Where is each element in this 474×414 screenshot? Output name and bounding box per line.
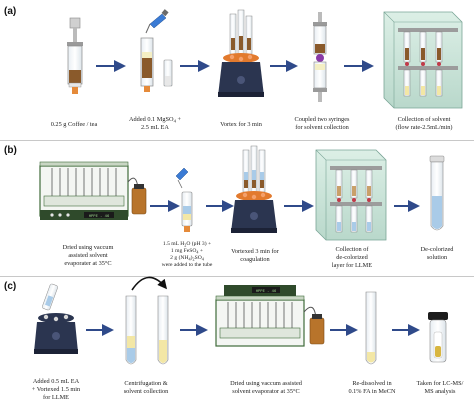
step-label: assisted solvent — [68, 252, 108, 259]
step-label: Re-dissolved in — [352, 380, 392, 387]
panel-label-b: (b) — [4, 145, 17, 156]
step-label: for solvent collection — [295, 124, 349, 131]
panel-divider — [0, 140, 474, 141]
step-label: Taken for LC-MS/ — [417, 380, 464, 387]
step-label: (flow rate-2.5mL/min) — [395, 124, 452, 131]
evaporator-display: HPPE - 46 — [89, 215, 110, 219]
vacuum-evaporator-icon: HPPE - 46 — [215, 285, 325, 347]
reagent-tube-with-pipette — [175, 167, 193, 232]
step-label: de-colorized — [336, 254, 368, 261]
step-label: Vortexed 3 min for — [231, 248, 280, 255]
step-label: Collection of — [335, 246, 369, 253]
step-label: solvent collection — [124, 388, 169, 395]
solvent-collection-rack — [383, 11, 463, 109]
step-label: were added to the tube — [162, 262, 213, 268]
centrifuge-tubes-icon — [125, 276, 169, 365]
step-label: Added 0.5 mL EA — [33, 378, 80, 385]
step-label: coagulation — [240, 256, 270, 263]
vortex-coagulation-icon — [231, 145, 277, 233]
step-label: De-colorized — [421, 246, 455, 253]
step-label: Dried using vaccum assisted — [230, 380, 303, 387]
step-label: for LLME — [43, 394, 69, 401]
step-label: 2.5 mL EA — [141, 124, 169, 131]
panel-label-a: (a) — [4, 6, 17, 17]
step-label: Centrifugation & — [124, 380, 167, 387]
lcms-vial-icon — [428, 312, 448, 363]
step-label: Dried using vaccum — [63, 244, 114, 251]
evaporator-display: HPPE - 46 — [256, 290, 277, 294]
de-colorized-solution-tube — [429, 155, 445, 231]
syringe-with-reagents — [140, 9, 173, 92]
step-label: MS analysis — [425, 388, 457, 395]
step-label: Added 0.1 MgSO4 + — [129, 116, 181, 124]
coupled-syringes-icon — [313, 12, 327, 102]
step-label: solvent evaporator at 35°C — [232, 388, 299, 395]
step-label: Collection of solvent — [398, 116, 451, 123]
step-label: solution — [427, 254, 448, 261]
step-label: 2 g (NH4)2SO4 — [170, 254, 205, 261]
de-colorized-collection-rack — [315, 149, 387, 241]
step-label: 0.25 g Coffee / tea — [51, 121, 98, 128]
step-label: 1.5 mL H2O (pH 3) + — [163, 240, 211, 247]
redissolved-tube-icon — [365, 291, 377, 365]
vortex-llme-icon — [34, 283, 78, 354]
vortex-mixer-icon — [218, 9, 264, 97]
vacuum-evaporator-icon: HPPE - 46 — [39, 161, 147, 220]
step-label: Vortex for 3 min — [220, 121, 263, 128]
step-label: Coupled two syringes — [295, 116, 350, 123]
step-label: + Vortexed 1.5 min — [32, 386, 81, 393]
syringe-with-sample — [67, 17, 83, 94]
panel-label-c: (c) — [4, 281, 17, 292]
panel-divider — [0, 276, 474, 277]
step-label: evaporater at 35°C — [64, 260, 111, 267]
step-label: 0.1% FA in MeCN — [348, 388, 396, 395]
step-label: layer for LLME — [332, 262, 372, 269]
step-label: 1 mg FeSO4 + — [171, 248, 203, 254]
